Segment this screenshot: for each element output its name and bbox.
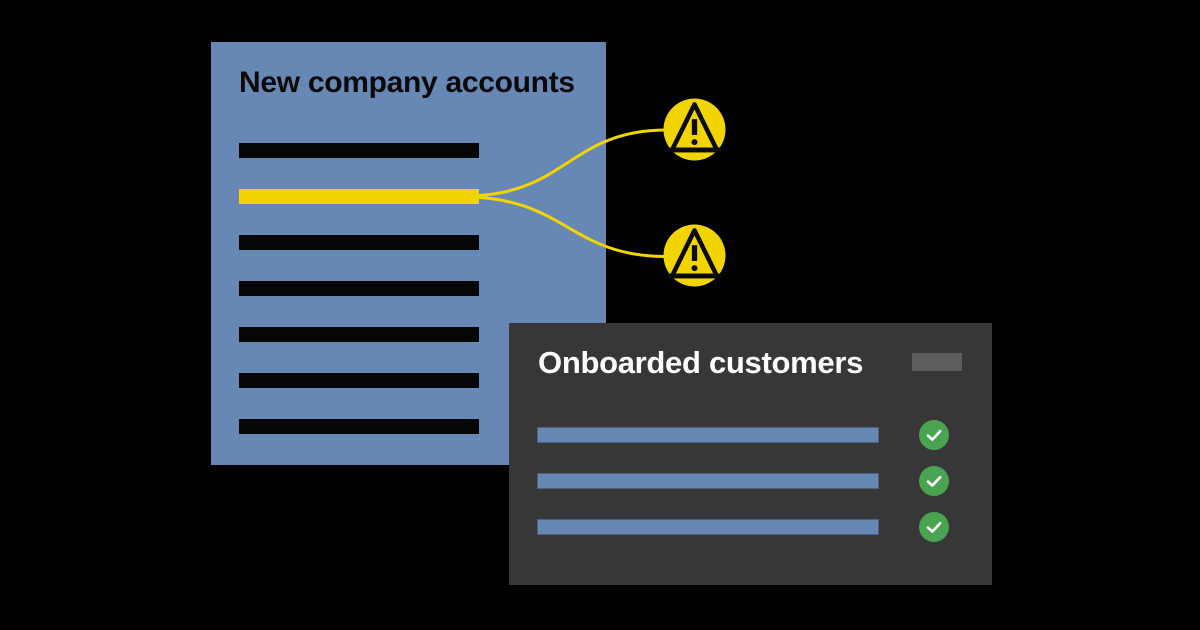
account-row-bar [239,143,479,158]
customer-row-bar [537,427,879,443]
check-icon [919,512,949,542]
panel-button-placeholder [912,353,962,371]
customer-row [537,512,949,542]
customer-row [537,466,949,496]
account-row-bar [239,373,479,388]
account-list [239,143,479,434]
customer-row [537,420,949,450]
check-icon [919,420,949,450]
account-row-bar [239,281,479,296]
accounts-panel-title: New company accounts [239,66,575,99]
customer-row-bar [537,473,879,489]
account-row-bar [239,189,479,204]
customer-row-bar [537,519,879,535]
customer-list [537,420,949,542]
onboarded-customers-panel: Onboarded customers [509,323,992,585]
warning-icon [663,224,726,287]
account-row-bar [239,327,479,342]
account-row-bar [239,419,479,434]
warning-icon [663,98,726,161]
customers-panel-title: Onboarded customers [538,345,864,380]
account-row-bar [239,235,479,250]
check-icon [919,466,949,496]
